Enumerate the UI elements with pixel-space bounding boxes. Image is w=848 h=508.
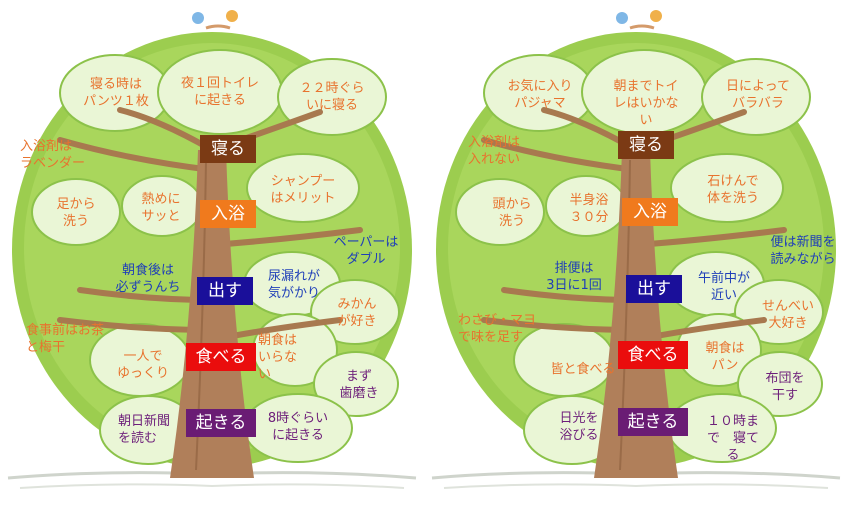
habit-bubble: 朝までトイ レはいかな い <box>613 79 679 128</box>
habit-bubble: 朝食は いらな い <box>258 333 298 382</box>
habit-bubble: １０時ま で 寝て る <box>706 414 759 463</box>
habit-bubble: せんべい 大好き <box>761 299 814 331</box>
habit-bubble: 尿漏れが 気がかり <box>267 269 320 301</box>
habit-bubble: 朝食後は 必ずうんち <box>115 263 181 295</box>
stage-eat-badge: 食べる <box>618 341 688 369</box>
stage-sleep-badge: 寝る <box>618 131 674 159</box>
bird-icon <box>616 10 662 30</box>
habit-bubble: 朝日新聞 を読む <box>118 414 171 446</box>
stage-wake-badge: 起きる <box>186 409 256 437</box>
habit-bubble: お気に入り パジャマ <box>507 79 573 111</box>
habit-bubble: 夜１回トイレ に起きる <box>180 76 259 108</box>
habit-bubble: 日によって バラバラ <box>726 79 790 111</box>
habit-bubble: 寝る時は パンツ１枚 <box>83 77 149 109</box>
habit-bubble: 8時ぐらい に起きる <box>267 411 329 443</box>
habit-bubble: 排便は 3日に1回 <box>546 261 602 293</box>
stage-wake-badge: 起きる <box>618 408 688 436</box>
habit-bubble: 入浴剤は 入れない <box>468 135 521 167</box>
bird-icon <box>192 10 238 30</box>
habit-bubble: 足から 洗う <box>56 197 96 229</box>
habit-bubble: ２２時ぐら いに寝る <box>299 81 365 113</box>
habit-bubble: 布団を 干す <box>765 371 805 403</box>
stage-sleep-badge: 寝る <box>200 135 256 163</box>
life-tree-left: 寝る 入浴 出す 食べる 起きる 寝る時は パンツ１枚 夜１回トイレ に起きる … <box>7 10 417 489</box>
tree-illustration-left <box>7 10 417 489</box>
stage-bath-badge: 入浴 <box>622 198 678 226</box>
habit-bubble: 頭から 洗う <box>492 197 532 229</box>
habit-bubble: まず 歯磨き <box>339 369 379 401</box>
stage-excrete-badge: 出す <box>197 277 253 305</box>
habit-bubble: 皆と食べる <box>550 362 616 377</box>
stage-excrete-badge: 出す <box>626 275 682 303</box>
habit-bubble: 入浴剤は ラベンダー <box>20 139 86 171</box>
stage-bath-badge: 入浴 <box>200 200 256 228</box>
habit-bubble: 午前中が 近い <box>697 271 750 303</box>
habit-bubble: 熱めに サッと <box>141 192 181 224</box>
stage-eat-badge: 食べる <box>186 343 256 371</box>
life-tree-right: 寝る 入浴 出す 食べる 起きる お気に入り パジャマ 朝までトイ レはいかな … <box>424 0 848 508</box>
habit-bubble: 日光を 浴びる <box>559 411 599 443</box>
habit-bubble: 食事前はお茶 と梅干 <box>26 323 105 355</box>
habit-bubble: シャンプー はメリット <box>270 174 336 206</box>
habit-bubble: 半身浴 ３０分 <box>569 193 609 225</box>
habit-bubble: 便は新聞を 読みながら <box>770 235 836 267</box>
habit-bubble: ペーパーは ダブル <box>333 235 399 267</box>
habit-bubble: みかん が好き <box>337 297 377 329</box>
habit-bubble: わさび・マヨ で味を足す <box>458 313 537 345</box>
habit-bubble: 朝食は パン <box>705 341 745 373</box>
tree-illustration-right <box>431 10 841 489</box>
habit-bubble: 一人で ゆっくり <box>116 349 169 381</box>
habit-bubble: 石けんで 体を洗う <box>706 174 759 206</box>
